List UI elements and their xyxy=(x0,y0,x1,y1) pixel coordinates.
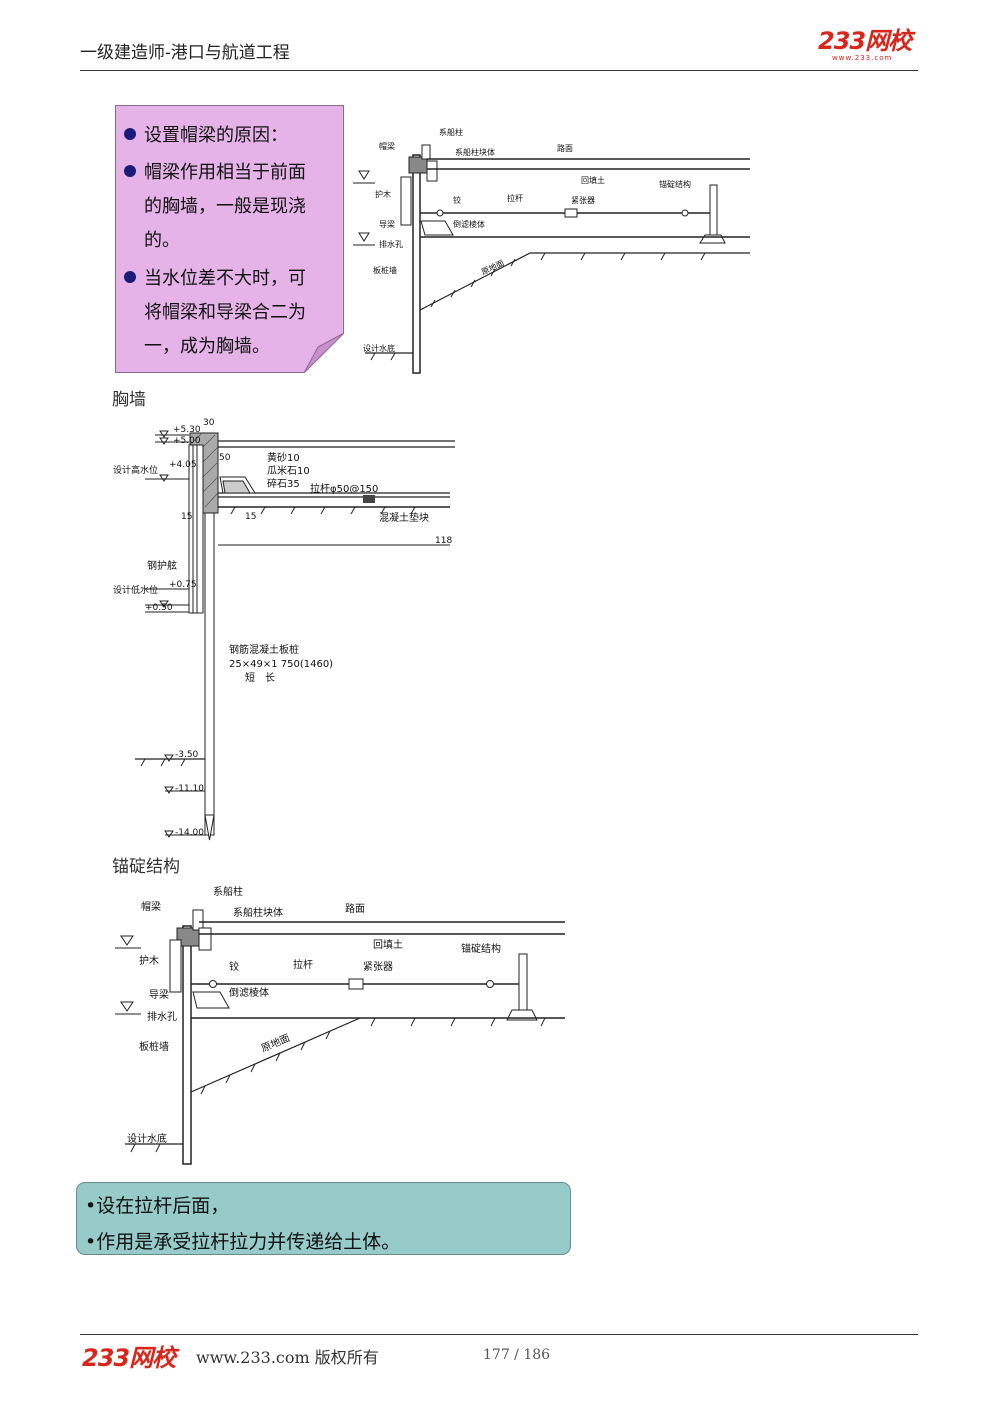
label-sand: 黄砂10 xyxy=(267,451,300,464)
label-bollard-block: 系船柱块体 xyxy=(455,147,495,157)
header-divider xyxy=(80,70,918,71)
label-capping-beam: 帽梁 xyxy=(379,141,395,151)
label-road: 路面 xyxy=(557,143,573,153)
bullet-icon xyxy=(124,271,136,283)
label-drain-hole-lg: 排水孔 xyxy=(147,1010,177,1023)
elev-0-75: +0.75 xyxy=(169,580,197,590)
label-capping-beam-lg: 帽梁 xyxy=(141,900,161,913)
label-drain-hole: 排水孔 xyxy=(379,239,403,249)
note-item: 当水位差不大时，可 将帽梁和导梁合二为 一，成为胸墙。 xyxy=(124,262,306,364)
dim-118: 118 xyxy=(435,536,452,546)
note-line: •设在拉杆后面， xyxy=(85,1195,230,1217)
elev-m14-00: -14.00 xyxy=(175,828,204,838)
label-design-bottom: 设计水底 xyxy=(363,343,395,353)
label-original-ground-lg: 原地面 xyxy=(259,1031,292,1055)
note-line: •作用是承受拉杆拉力并传递给土体。 xyxy=(85,1231,401,1253)
label-filter-prism-lg: 倒滤棱体 xyxy=(229,986,269,999)
label-bollard-lg: 系船柱 xyxy=(213,885,243,898)
label-gravel: 瓜米石10 xyxy=(267,464,310,477)
elev-5-00: +5.00 xyxy=(173,436,201,446)
header-title: 一级建造师-港口与航道工程 xyxy=(80,43,290,63)
footer-divider xyxy=(80,1334,918,1335)
diagram-sheet-pile-wall-small: 系船柱 帽梁 系船柱块体 路面 回填土 护木 铰 拉杆 紧张器 锚碇结构 导梁 … xyxy=(353,127,750,374)
label-tie-rod-lg: 拉杆 xyxy=(293,958,313,971)
label-filter-prism: 倒滤棱体 xyxy=(453,219,485,229)
label-backfill: 回填土 xyxy=(581,175,605,185)
label-pile-spec: 25×49×1 750(1460) xyxy=(229,659,333,670)
dim-15-left: 15 xyxy=(181,512,192,522)
bullet-icon xyxy=(124,128,136,140)
label-tensioner-lg: 紧张器 xyxy=(363,961,393,973)
label-sheet-pile-wall: 板桩墙 xyxy=(373,265,397,275)
label-fender: 护木 xyxy=(375,189,391,199)
label-sheet-pile-wall-lg: 板桩墙 xyxy=(139,1040,169,1053)
label-anchor-lg: 锚碇结构 xyxy=(461,942,501,955)
label-crushed: 碎石35 xyxy=(267,477,300,490)
footer-logo: 233网校 xyxy=(82,1344,176,1372)
note-box-anchor: •设在拉杆后面， •作用是承受拉杆拉力并传递给土体。 xyxy=(76,1182,571,1255)
label-pile-long: 长 xyxy=(265,672,275,684)
elev-5-30: +5.30 xyxy=(173,425,201,435)
dim-30: 30 xyxy=(203,418,215,428)
section-label-anchor: 锚碇结构 xyxy=(112,857,180,877)
label-high-water: 设计高水位 xyxy=(113,464,158,476)
page-number: 177 / 186 xyxy=(483,1347,551,1363)
label-pile-name: 钢筋混凝土板桩 xyxy=(229,643,299,656)
label-tie-rod: 拉杆 xyxy=(507,193,523,203)
label-road-lg: 路面 xyxy=(345,902,365,915)
label-hinge-lg: 铰 xyxy=(229,960,239,973)
diagram-chest-wall: +5.30 +5.00 30 50 +4.05 设计高水位 黄砂10 瓜米石10… xyxy=(113,418,455,841)
label-pile-short: 短 xyxy=(245,671,255,684)
dim-15-right: 15 xyxy=(245,512,256,522)
diagram-sheet-pile-wall-large: 系船柱 帽梁 系船柱块体 路面 回填土 护木 铰 拉杆 紧张器 锚碇结构 导梁 … xyxy=(115,885,565,1165)
label-steel-guard: 钢护舷 xyxy=(147,559,177,572)
elev-m3-50: -3.50 xyxy=(175,750,199,760)
logo-text: 233网校 xyxy=(818,27,912,55)
label-waling-lg: 导梁 xyxy=(149,988,169,1001)
label-tensioner: 紧张器 xyxy=(571,196,595,205)
elev-m11-10: -11.10 xyxy=(175,784,204,794)
section-label-chest-wall: 胸墙 xyxy=(112,390,146,410)
header-logo: 233网校 www.233.com xyxy=(818,28,918,62)
label-low-water: 设计低水位 xyxy=(113,584,158,596)
bullet-icon xyxy=(124,165,136,177)
note-box-capping-beam: 设置帽梁的原因： 帽梁作用相当于前面 的胸墙，一般是现浇 的。 当水位差不大时，… xyxy=(115,105,344,373)
label-backfill-lg: 回填土 xyxy=(373,938,403,951)
label-waling: 导梁 xyxy=(379,220,395,229)
elev-0-50: +0.50 xyxy=(145,603,173,613)
folded-corner-icon xyxy=(304,333,344,373)
label-bollard: 系船柱 xyxy=(439,127,463,137)
note-item: 设置帽梁的原因： xyxy=(124,119,288,153)
label-bollard-block-lg: 系船柱块体 xyxy=(233,906,283,919)
label-conc-block: 混凝土垫块 xyxy=(379,511,429,524)
footer-copyright: www.233.com 版权所有 xyxy=(196,1348,379,1367)
label-fender-lg: 护木 xyxy=(139,954,159,967)
label-tie-rod-spec: 拉杆φ50@150 xyxy=(310,482,378,495)
logo-url: www.233.com xyxy=(832,54,893,62)
label-hinge: 铰 xyxy=(453,195,461,205)
note-item: 帽梁作用相当于前面 的胸墙，一般是现浇 的。 xyxy=(124,156,306,258)
label-anchor: 锚碇结构 xyxy=(659,179,691,189)
dim-50: 50 xyxy=(219,453,231,463)
elev-4-05: +4.05 xyxy=(169,460,197,470)
label-design-bottom-lg: 设计水底 xyxy=(127,1132,167,1145)
